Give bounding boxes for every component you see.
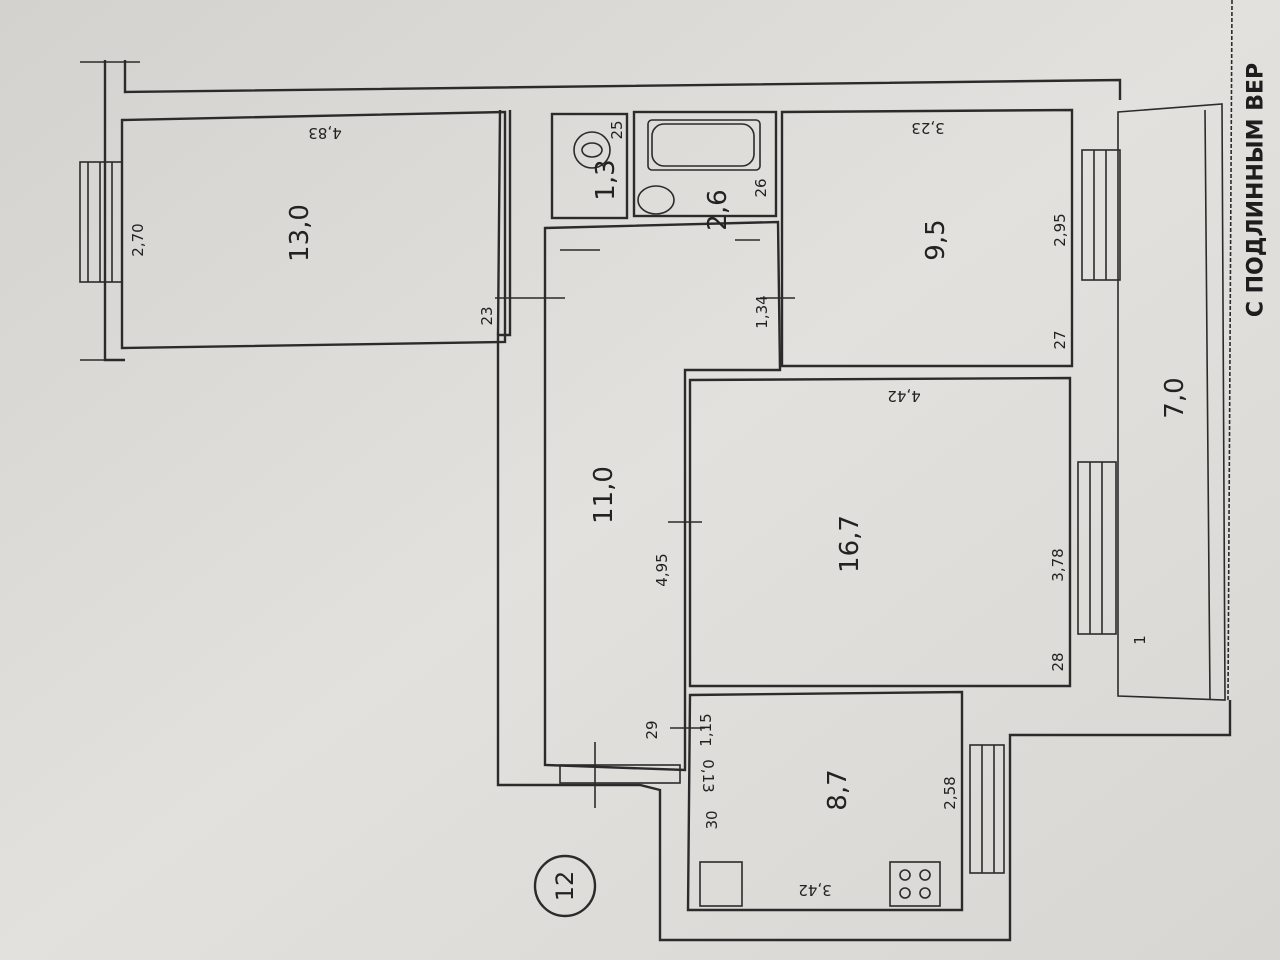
room-2-outline (780, 108, 1121, 368)
balcony-mark: 1 (1131, 635, 1149, 645)
window-room-2 (1081, 149, 1121, 281)
room-2-door: 27 (1051, 330, 1069, 349)
room-2-length: 3,23 (911, 119, 944, 137)
kitchen-length: 3,42 (798, 881, 831, 899)
corridor-length: 4,95 (653, 553, 671, 586)
toilet-door: 25 (608, 120, 626, 139)
corridor-outline (495, 220, 795, 808)
bathtub-icon (647, 119, 761, 171)
stamp-text: С ПОДЛИННЫМ ВЕР (1244, 63, 1269, 317)
room-1-outline (79, 110, 507, 350)
bathroom-area: 2,6 (703, 189, 733, 230)
toilet-area: 1,3 (591, 159, 621, 200)
stove-icon (889, 861, 941, 907)
room-2-area: 9,5 (921, 219, 951, 260)
room-1-width: 2,70 (129, 223, 147, 256)
kitchen-door: 29 (643, 720, 661, 739)
balcony-area: 7,0 (1160, 377, 1190, 418)
room-1-door: 23 (478, 306, 496, 325)
kitchen-outline (670, 690, 1005, 912)
room-3-area: 16,7 (835, 515, 865, 573)
room-3-outline (688, 376, 1117, 688)
kitchen-width: 2,58 (941, 776, 959, 809)
balcony-outline (1117, 103, 1226, 701)
sanitary-block (550, 110, 778, 220)
bath-door: 26 (752, 178, 770, 197)
room-3-door: 28 (1049, 652, 1067, 671)
window-room-1 (79, 161, 123, 283)
kitchen-area: 8,7 (823, 769, 853, 810)
kitchen-sink-icon (699, 861, 743, 907)
room-3-length: 4,42 (887, 387, 920, 405)
sink-icon (637, 185, 675, 215)
window-room-3 (1077, 461, 1117, 635)
toilet-icon (573, 131, 611, 169)
kitchen-door-2: 30 (703, 810, 721, 829)
kitchen-offset: 0,13 (699, 759, 717, 792)
corridor-step: 1,34 (753, 295, 771, 328)
room-2-width: 2,95 (1051, 213, 1069, 246)
kitchen-step: 1,15 (697, 713, 715, 746)
window-kitchen (969, 744, 1005, 874)
room-3-width: 3,78 (1049, 548, 1067, 581)
room-1-area: 13,0 (285, 204, 315, 262)
entrance-door (559, 764, 681, 784)
room-1-length: 4,83 (308, 124, 341, 142)
apartment-number: 12 (551, 871, 579, 902)
certification-stamp: С ПОДЛИННЫМ ВЕР (1227, 0, 1269, 701)
corridor-area: 11,0 (589, 466, 619, 524)
apartment-number-circle (533, 854, 597, 918)
